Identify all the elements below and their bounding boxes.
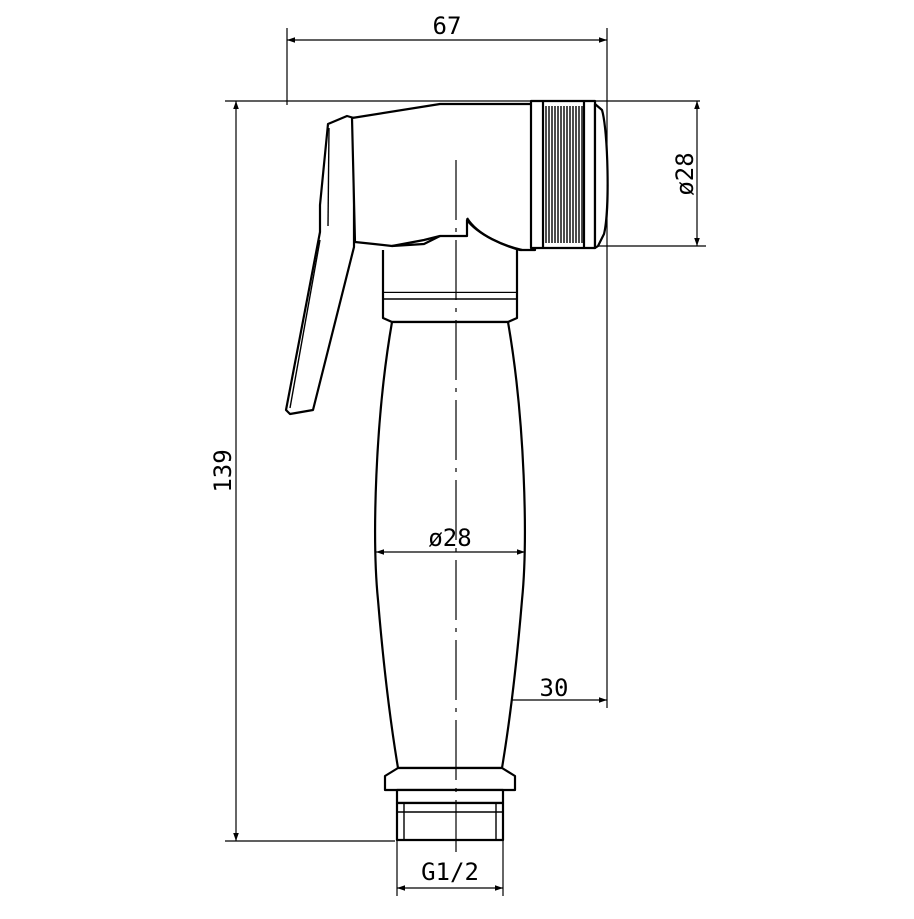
knurling bbox=[545, 106, 583, 243]
width-label: 67 bbox=[433, 12, 462, 40]
height-label: 139 bbox=[209, 449, 237, 492]
thread-dimension: G1/2 bbox=[396, 840, 504, 896]
lever bbox=[284, 114, 356, 416]
handle-diameter-label: ø28 bbox=[428, 524, 471, 552]
width-dimension: 67 bbox=[286, 12, 608, 105]
thread-label: G1/2 bbox=[421, 858, 479, 886]
handle-diameter-dimension: ø28 bbox=[376, 524, 525, 555]
collar bbox=[381, 250, 519, 324]
offset-label: 30 bbox=[540, 674, 569, 702]
shower-head bbox=[350, 99, 609, 252]
height-dimension: 139 bbox=[209, 100, 700, 842]
thread-connector bbox=[383, 766, 517, 842]
nozzle-diameter-label: ø28 bbox=[671, 152, 699, 195]
nozzle-diameter-dimension: ø28 bbox=[595, 101, 706, 247]
